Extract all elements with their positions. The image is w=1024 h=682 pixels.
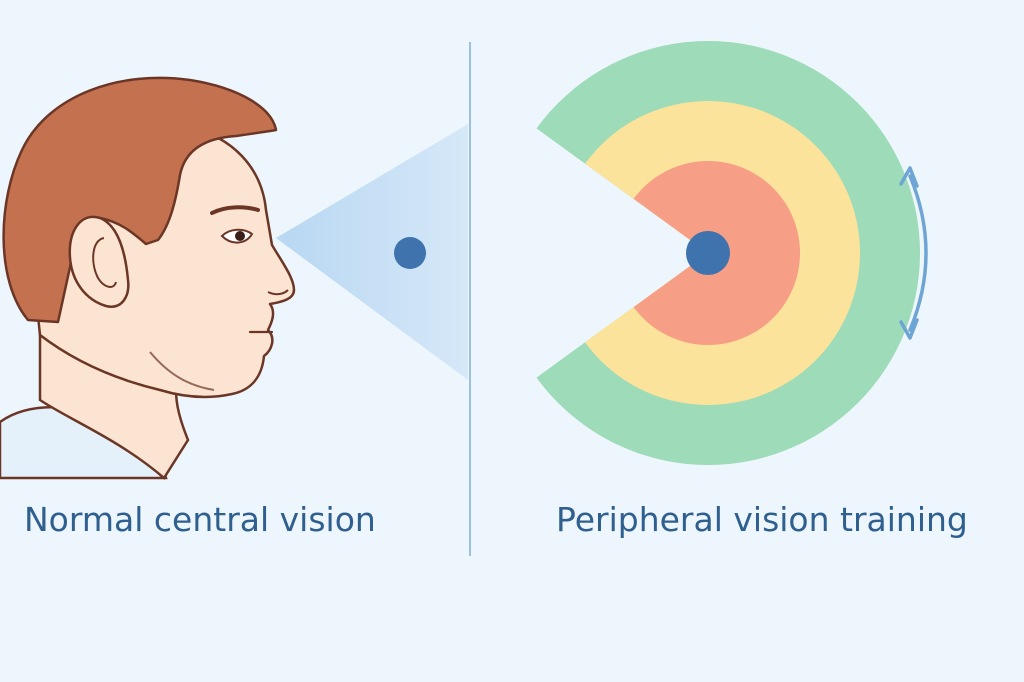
caption-peripheral-vision-training: Peripheral vision training	[556, 500, 968, 539]
double-arrow-arc-icon	[899, 166, 928, 340]
jaw-line	[149, 351, 215, 391]
arrow-arc	[908, 174, 928, 332]
ear	[68, 215, 130, 308]
focus-dot-left	[394, 237, 426, 269]
person-profile-icon	[0, 76, 296, 480]
ear-inner	[92, 237, 117, 288]
peripheral-rings	[536, 41, 921, 465]
eyebrow	[210, 205, 260, 215]
view-cone-icon	[276, 124, 468, 380]
arrow-head-top	[899, 166, 919, 188]
eye-pupil	[235, 231, 245, 241]
caption-normal-central-vision: Normal central vision	[24, 500, 376, 539]
arrow-head-bottom	[899, 318, 919, 340]
focus-dot-right	[686, 231, 730, 275]
nostril	[267, 289, 289, 296]
hair	[2, 76, 278, 324]
